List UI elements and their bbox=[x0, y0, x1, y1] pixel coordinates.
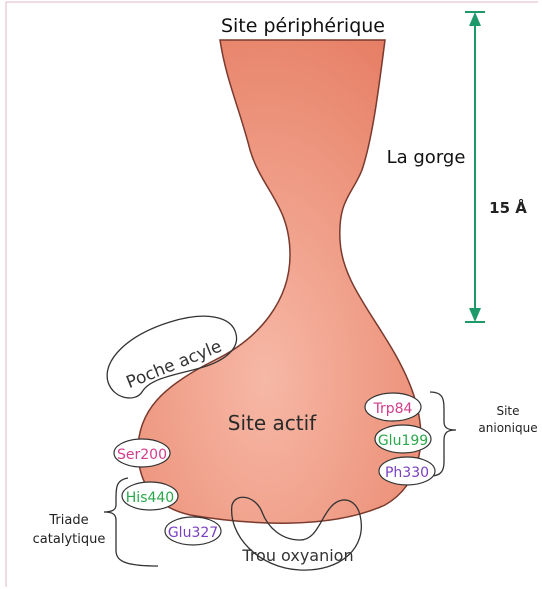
residue-phe330-label: Ph330 bbox=[385, 465, 429, 481]
catalytic-triad-label-line1: Triade bbox=[48, 513, 88, 528]
residue-his440: His440 bbox=[122, 482, 178, 510]
residue-his440-label: His440 bbox=[126, 490, 174, 506]
residue-trp84-label: Trp84 bbox=[373, 401, 413, 417]
gorge-label: La gorge bbox=[387, 147, 466, 168]
anionic-site-brace bbox=[430, 392, 456, 476]
gorge-shape bbox=[138, 40, 421, 523]
residue-ser200: Ser200 bbox=[114, 439, 170, 467]
residue-ser200-label: Ser200 bbox=[117, 447, 167, 463]
distance-arrow bbox=[465, 12, 485, 322]
anionic-site-label-line2: anionique bbox=[478, 421, 537, 435]
anionic-site-label-line1: Site bbox=[496, 404, 519, 418]
residue-glu199-label: Glu199 bbox=[378, 433, 428, 449]
active-site-label: Site actif bbox=[228, 411, 317, 435]
residue-glu199: Glu199 bbox=[375, 425, 431, 453]
distance-label: 15 Å bbox=[489, 198, 527, 217]
residue-glu327: Glu327 bbox=[165, 517, 221, 545]
oxyanion-hole-label: Trou oxyanion bbox=[241, 546, 353, 565]
peripheral-site-label: Site périphérique bbox=[221, 15, 385, 37]
catalytic-triad-label-line2: catalytique bbox=[33, 532, 106, 547]
residue-trp84: Trp84 bbox=[365, 393, 421, 421]
residue-phe330: Ph330 bbox=[379, 457, 435, 485]
residue-glu327-label: Glu327 bbox=[168, 525, 218, 541]
